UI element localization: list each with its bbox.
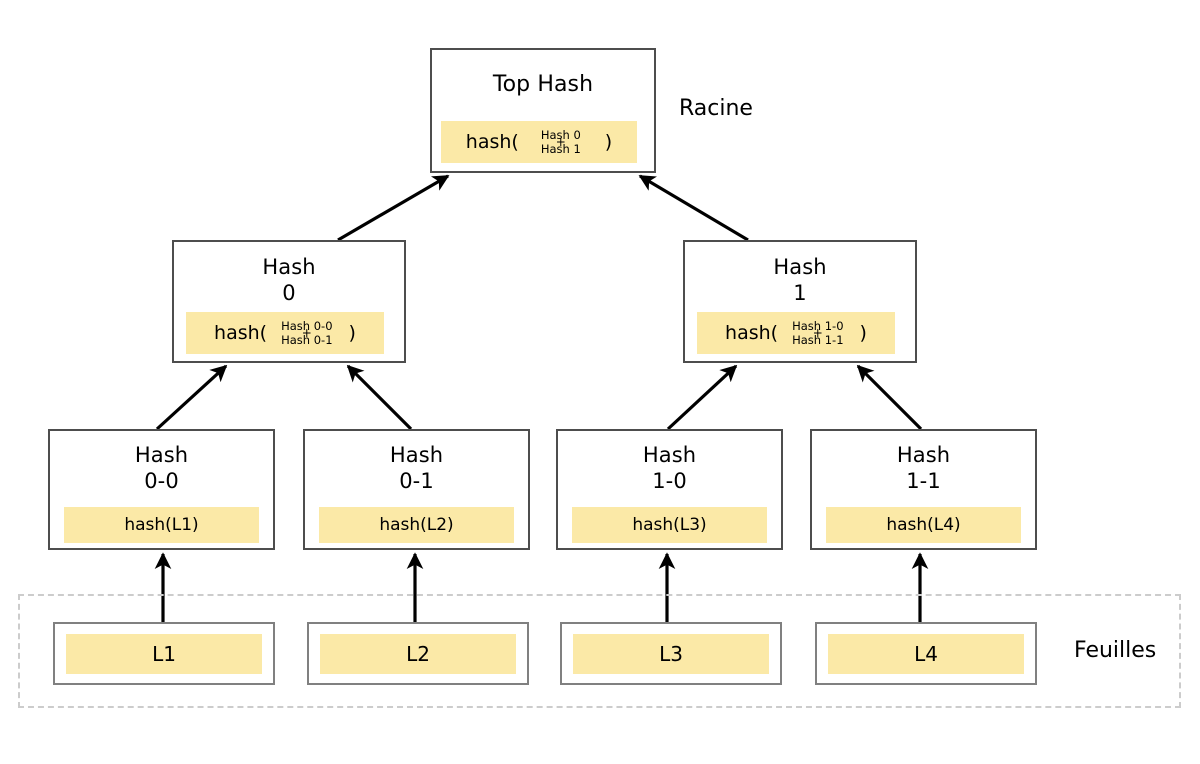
label-leaves: Feuilles <box>1074 638 1157 663</box>
arrow-hash11-to-hash1 <box>856 364 923 431</box>
node-leaf-l1-label: L1 <box>66 633 262 674</box>
formula-close: ) <box>859 321 867 344</box>
node-hash-0-formula: hash( Hash 0-0 + Hash 0-1 ) <box>186 312 384 354</box>
formula-operator: + <box>301 325 312 340</box>
formula-operator: + <box>812 325 823 340</box>
formula-open: hash( <box>465 130 519 153</box>
arrow-hash01-to-hash0 <box>346 364 413 431</box>
formula-operand-2: Hash 0-1 <box>281 332 333 347</box>
node-hash-0-title: Hash 0 <box>262 255 316 305</box>
node-hash-1-0: Hash 1-0 hash(L3) <box>556 429 783 550</box>
node-hash-1-title: Hash 1 <box>773 255 827 305</box>
formula-operand-1: Hash 0-0 <box>281 318 333 333</box>
leaves-group-frame <box>18 594 1181 708</box>
node-top-hash-title: Top Hash <box>492 72 594 97</box>
formula-open: hash( <box>214 321 268 344</box>
arrow-hash1-to-top <box>638 174 749 242</box>
node-leaf-l4: L4 <box>815 622 1037 685</box>
node-leaf-l2-label: L2 <box>320 633 516 674</box>
node-hash-0: Hash 0 hash( Hash 0-0 + Hash 0-1 ) <box>172 240 406 363</box>
node-hash-1-formula: hash( Hash 1-0 + Hash 1-1 ) <box>697 312 895 354</box>
formula-operand-2: Hash 1-1 <box>792 332 844 347</box>
formula-close: ) <box>348 321 356 344</box>
arrow-hash0-to-top <box>337 174 450 242</box>
node-leaf-l3: L3 <box>560 622 782 685</box>
node-hash-1-0-title: Hash 1-0 <box>642 443 697 493</box>
node-hash-0-0-formula: hash(L1) <box>64 507 259 543</box>
node-top-hash-formula: hash( Hash 0 + Hash 1 ) <box>441 121 637 163</box>
node-hash-1-1: Hash 1-1 hash(L4) <box>810 429 1037 550</box>
node-hash-0-0: Hash 0-0 hash(L1) <box>48 429 275 550</box>
node-leaf-l4-label: L4 <box>828 633 1024 674</box>
arrow-hash10-to-hash1 <box>666 364 738 431</box>
formula-operands: Hash 0 + Hash 1 <box>540 127 581 156</box>
formula-operand-1: Hash 0 <box>540 127 581 142</box>
formula-operands: Hash 1-0 + Hash 1-1 <box>792 318 844 347</box>
node-top-hash: Top Hash hash( Hash 0 + Hash 1 ) <box>430 48 656 173</box>
arrow-hash00-to-hash0 <box>155 364 228 431</box>
node-hash-0-1-title: Hash 0-1 <box>389 443 444 493</box>
node-hash-0-1-formula: hash(L2) <box>319 507 514 543</box>
node-leaf-l3-label: L3 <box>573 633 769 674</box>
node-hash-0-0-title: Hash 0-0 <box>134 443 189 493</box>
node-leaf-l1: L1 <box>53 622 275 685</box>
node-hash-1: Hash 1 hash( Hash 1-0 + Hash 1-1 ) <box>683 240 917 363</box>
formula-operator: + <box>555 134 566 149</box>
formula-operands: Hash 0-0 + Hash 0-1 <box>281 318 333 347</box>
formula-open: hash( <box>725 321 779 344</box>
node-hash-1-1-title: Hash 1-1 <box>896 443 951 493</box>
label-root: Racine <box>679 96 753 121</box>
formula-operand-2: Hash 1 <box>540 141 581 156</box>
formula-operand-1: Hash 1-0 <box>792 318 844 333</box>
formula-close: ) <box>604 130 613 153</box>
node-hash-0-1: Hash 0-1 hash(L2) <box>303 429 530 550</box>
node-hash-1-0-formula: hash(L3) <box>572 507 767 543</box>
node-leaf-l2: L2 <box>307 622 529 685</box>
node-hash-1-1-formula: hash(L4) <box>826 507 1021 543</box>
